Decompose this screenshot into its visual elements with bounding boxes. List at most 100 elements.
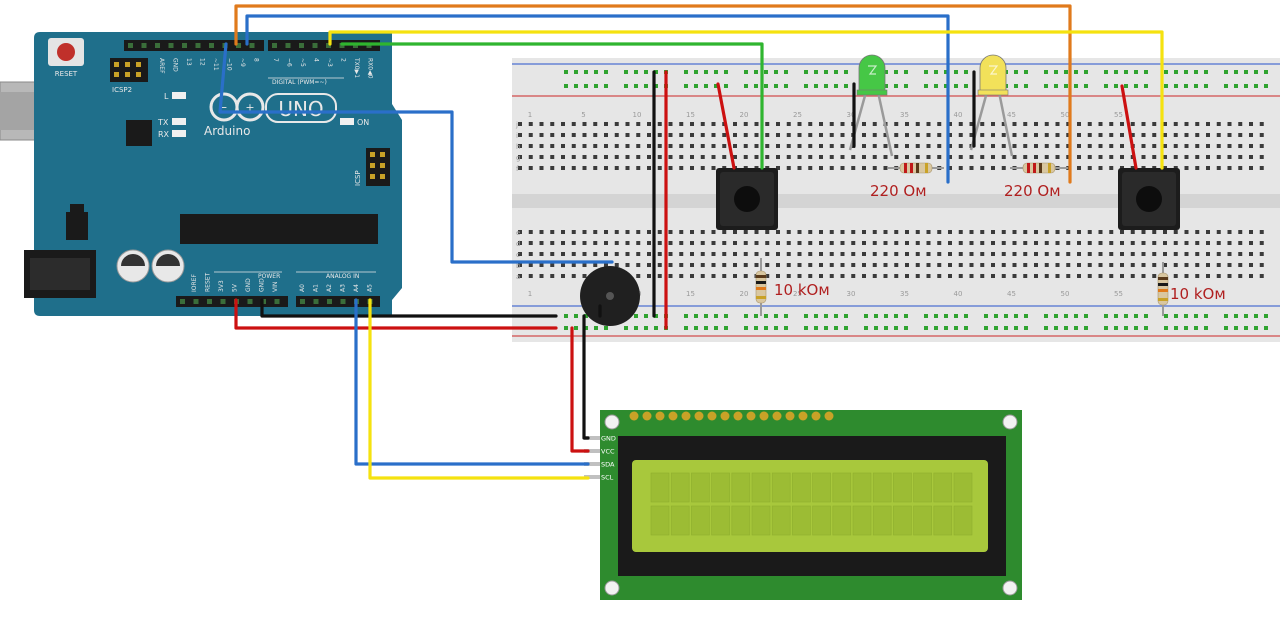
rail-hole [744, 84, 748, 88]
breadboard-hole [905, 122, 909, 126]
rail-hole [704, 84, 708, 88]
breadboard-hole [1227, 252, 1232, 256]
wire-red-right-button [1120, 84, 1138, 170]
column-number-bottom: 50 [1061, 290, 1070, 298]
breadboard-hole [948, 133, 952, 137]
breadboard-hole [1034, 274, 1038, 278]
breadboard-hole [539, 144, 544, 148]
breadboard-hole [905, 241, 909, 245]
rail-hole [864, 326, 868, 330]
rail-hole [904, 314, 908, 318]
breadboard-hole [571, 133, 576, 137]
rail-hole [1264, 326, 1268, 330]
breadboard-hole [776, 230, 780, 234]
label-pulldown-right: 10 kОм [1170, 285, 1226, 303]
breadboard-hole [926, 122, 931, 126]
breadboard-hole [851, 263, 856, 267]
breadboard-hole [1098, 122, 1103, 126]
breadboard-hole [1195, 144, 1200, 148]
led-rx-label: RX [158, 130, 170, 139]
lcd-char-cell [670, 472, 690, 503]
rail-hole [924, 326, 928, 330]
breadboard-hole [991, 230, 995, 234]
breadboard-hole [733, 230, 737, 234]
breadboard-hole [1044, 263, 1049, 267]
rail-hole [744, 70, 748, 74]
led-on [340, 118, 354, 125]
breadboard-hole [1227, 133, 1232, 137]
lcd-pin-lead [584, 462, 600, 466]
rail-hole [1014, 314, 1018, 318]
digital-pin-label: AREF [158, 58, 165, 74]
rail-hole [1104, 314, 1108, 318]
breadboard-hole [926, 274, 931, 278]
breadboard-hole [1216, 241, 1221, 245]
breadboard-hole [797, 274, 802, 278]
breadboard-hole [894, 241, 899, 245]
lcd-mount-hole-tl [604, 414, 620, 430]
breadboard-hole [700, 166, 705, 170]
rail-hole [1054, 84, 1058, 88]
breadboard-hole [1206, 274, 1210, 278]
breadboard-hole [1087, 155, 1092, 159]
lcd-header-pin [772, 411, 782, 421]
breadboard-hole [1195, 166, 1200, 170]
rail-hole [654, 314, 658, 318]
breadboard-hole [604, 133, 608, 137]
breadboard-hole [743, 155, 748, 159]
breadboard-hole [1087, 263, 1092, 267]
breadboard-hole [700, 133, 705, 137]
breadboard-hole [883, 252, 888, 256]
rail-hole [1114, 84, 1118, 88]
breadboard-hole [883, 263, 888, 267]
led-tx [172, 118, 186, 125]
leds [848, 54, 1014, 157]
breadboard-hole [1044, 274, 1049, 278]
breadboard-hole [582, 252, 587, 256]
breadboard-hole [657, 274, 662, 278]
breadboard-hole [765, 263, 770, 267]
lcd-header-pin [642, 411, 652, 421]
resistor-pulldown-left-band [756, 287, 766, 290]
breadboard-hole [905, 230, 909, 234]
rail-hole [564, 84, 568, 88]
breadboard-hole [1055, 274, 1060, 278]
breadboard-hole [1001, 122, 1006, 126]
breadboard-hole [1206, 241, 1210, 245]
breadboard-hole [700, 263, 705, 267]
breadboard-hole [1206, 144, 1210, 148]
breadboard-hole [1227, 155, 1232, 159]
arduino-logo: − + UNO Arduino [204, 92, 337, 138]
breadboard-hole [840, 122, 845, 126]
breadboard-hole [754, 230, 759, 234]
lcd-char-cell [792, 472, 811, 503]
icsp-pin [370, 163, 375, 168]
breadboard-hole [636, 274, 641, 278]
breadboard-hole [754, 155, 759, 159]
breadboard-hole [1066, 122, 1071, 126]
breadboard-hole [1087, 252, 1092, 256]
rail-hole [824, 70, 828, 74]
column-number-top: 15 [686, 111, 695, 119]
breadboard-hole [722, 274, 727, 278]
breadboard-hole [1077, 263, 1081, 267]
analog-pin-label: A1 [313, 284, 320, 292]
breadboard-hole [765, 252, 770, 256]
breadboard-hole [1012, 230, 1017, 234]
rail-hole [1164, 84, 1168, 88]
breadboard-hole [518, 166, 522, 170]
breadboard-hole [1001, 274, 1006, 278]
lcd-char-cell [933, 472, 953, 503]
breadboard-hole [722, 144, 727, 148]
rail-hole [1114, 314, 1118, 318]
breadboard-hole [582, 230, 587, 234]
rail-hole [704, 326, 708, 330]
breadboard-hole [926, 252, 931, 256]
breadboard-hole [797, 252, 802, 256]
rail-hole [764, 314, 768, 318]
rail-hole [1234, 70, 1238, 74]
breadboard-hole [1055, 122, 1060, 126]
column-number-top: 1 [528, 111, 532, 119]
rail-hole [784, 70, 788, 74]
